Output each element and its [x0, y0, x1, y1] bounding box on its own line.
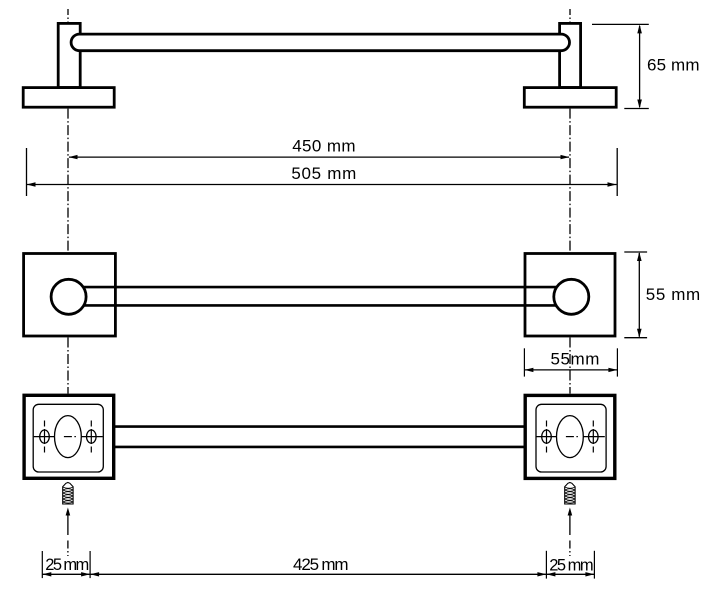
- svg-text:450 mm: 450 mm: [292, 136, 355, 155]
- svg-text:65 mm: 65 mm: [647, 56, 700, 75]
- svg-text:25 mm: 25 mm: [45, 556, 89, 574]
- svg-text:55mm: 55mm: [551, 350, 600, 369]
- svg-text:25 mm: 25 mm: [549, 556, 593, 574]
- svg-text:505 mm: 505 mm: [291, 164, 356, 183]
- svg-text:425 mm: 425 mm: [293, 555, 349, 574]
- svg-text:55 mm: 55 mm: [646, 285, 700, 304]
